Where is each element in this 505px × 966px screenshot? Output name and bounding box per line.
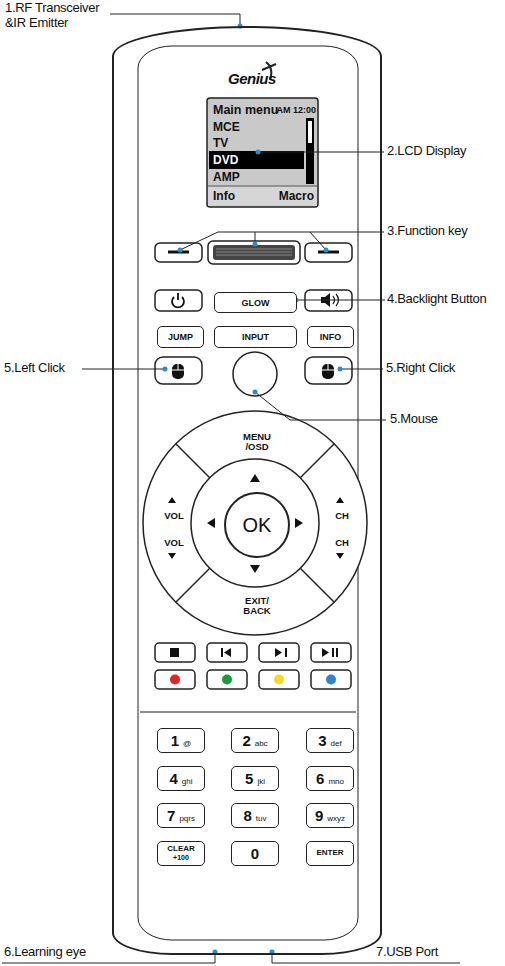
callout-label: 7.USB Port [376, 945, 438, 960]
ring-label: EXIT/ BACK [237, 596, 277, 617]
number-key: 8 tuv [231, 803, 279, 828]
callout-label: 4.Backlight Button [387, 292, 486, 307]
button-label: JUMP [168, 332, 193, 342]
key-label: 1 [171, 732, 179, 749]
key-label: jkl [257, 777, 265, 786]
number-key: 6 mno [306, 766, 354, 791]
ok-label: OK [243, 514, 272, 537]
function-button: INFO [307, 326, 354, 348]
key-label: 7 [167, 807, 175, 824]
ring-label: VOL [164, 511, 184, 521]
number-key: 7 pqrs [157, 803, 205, 828]
lcd-text: AM 12:00 [276, 105, 316, 116]
key-label: 9 [315, 807, 323, 824]
button-label: INPUT [242, 332, 269, 342]
callout-label: 5.Mouse [390, 412, 438, 427]
button-label: INFO [320, 332, 342, 342]
lcd-text: MCE [213, 120, 240, 134]
number-key: 4 ghi [157, 766, 205, 791]
lcd-text: Info [213, 189, 235, 203]
key-label: +100 [173, 854, 189, 862]
brand-logo: Genius [228, 70, 276, 87]
key-label: 4 [169, 770, 177, 787]
lcd-text: AMP [213, 170, 240, 184]
key-label: wxyz [327, 814, 345, 823]
ring-segment: CH [320, 535, 364, 552]
callout-label: 5.Left Click [4, 361, 65, 376]
callout-label: 1.RF Transceiver &IR Emitter [5, 1, 117, 31]
key-label: 3 [318, 732, 326, 749]
lcd-text: DVD [213, 153, 238, 167]
ring-label: VOL [164, 538, 184, 548]
callout-label: 6.Learning eye [4, 945, 86, 960]
lcd-text: TV [213, 136, 228, 150]
ring-segment: VOL [152, 508, 196, 525]
number-key: 2 abc [231, 728, 279, 753]
number-key: CLEAR+100 [157, 841, 205, 866]
key-label: pqrs [179, 814, 195, 823]
number-key: 3 def [306, 728, 354, 753]
backlight-button: GLOW [214, 292, 297, 313]
lcd-display: Main menuAM 12:00MCE TV DVD AMP Info Macro [209, 100, 320, 209]
number-key: 1@ [157, 728, 205, 753]
remote-body: GeniusMain menuAM 12:00MCETVDVDAMPInfoMa… [112, 26, 382, 955]
callout-label: 5.Right Click [386, 361, 455, 376]
ok-button: OK [224, 492, 290, 558]
ring-segment: EXIT/ BACK [222, 588, 292, 624]
number-key: ENTER [306, 841, 354, 866]
key-label: tuv [256, 814, 267, 823]
callout-label: 3.Function key [387, 224, 467, 239]
key-label: ghi [182, 777, 193, 786]
number-key: 9 wxyz [306, 803, 354, 828]
ring-label: CH [335, 538, 349, 548]
ring-label: CH [335, 511, 349, 521]
key-label: ENTER [316, 849, 343, 858]
key-label: 5 [245, 770, 253, 787]
lcd-text: Main menu [213, 103, 278, 118]
key-label: def [331, 739, 342, 748]
ring-segment: VOL [152, 535, 196, 552]
ring-segment: MENU /OSD [224, 424, 290, 460]
ring-segment: CH [320, 508, 364, 525]
ring-label: MENU /OSD [237, 432, 277, 453]
number-key: 0 [231, 841, 279, 866]
button-label: GLOW [242, 298, 270, 308]
lcd-text: Macro [279, 189, 314, 203]
key-label: mno [328, 777, 344, 786]
key-label: 8 [243, 807, 251, 824]
number-key: 5 jkl [231, 766, 279, 791]
key-label: abc [255, 739, 268, 748]
key-label: 0 [251, 845, 259, 862]
key-label: 6 [316, 770, 324, 787]
callout-label: 2.LCD Display [387, 144, 466, 159]
key-label: 2 [242, 732, 250, 749]
key-label: CLEAR [167, 845, 195, 854]
function-button: INPUT [214, 326, 297, 348]
key-label: @ [183, 739, 191, 748]
function-button: JUMP [157, 326, 204, 348]
